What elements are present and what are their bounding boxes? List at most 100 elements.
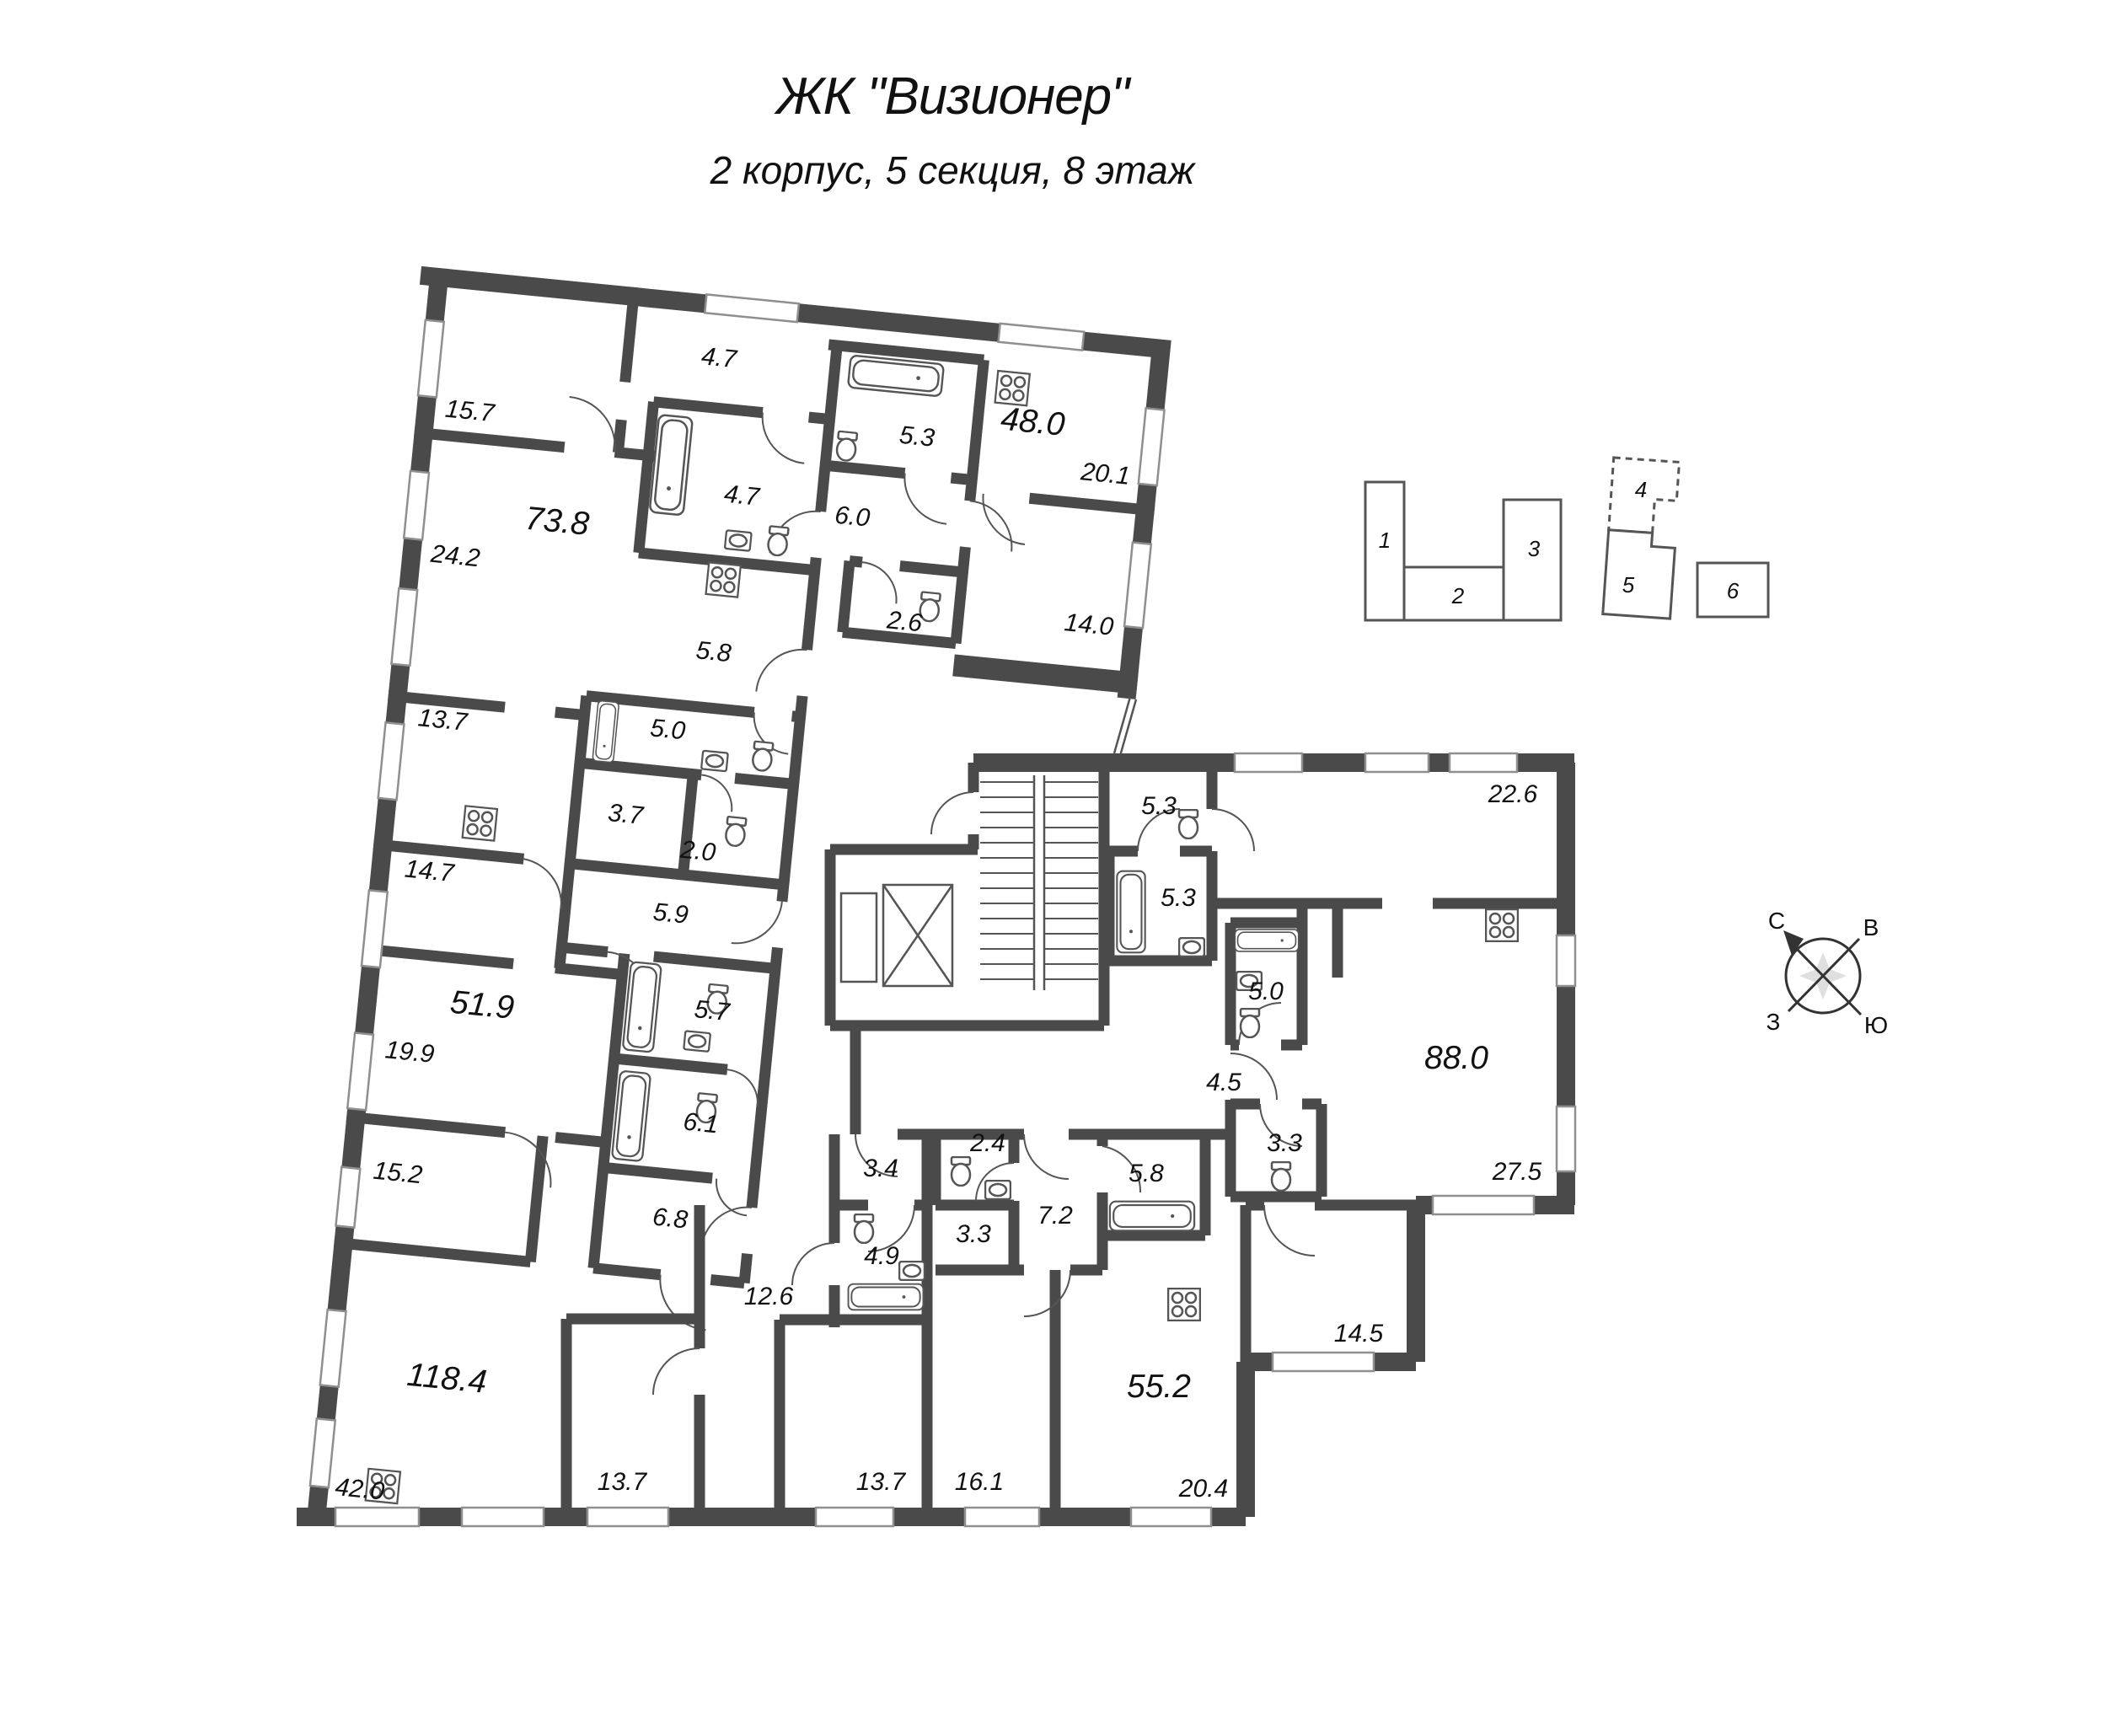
room-area-label: 14.5 bbox=[1334, 1320, 1384, 1348]
inner-walls bbox=[333, 287, 1155, 1289]
room-area-label: 4.5 bbox=[1206, 1069, 1241, 1096]
window bbox=[390, 587, 419, 667]
door-arc bbox=[753, 712, 789, 755]
window bbox=[377, 721, 405, 801]
apartment-area-label: 51.9 bbox=[448, 984, 516, 1026]
stove-icon bbox=[705, 561, 743, 598]
sink-icon bbox=[700, 749, 730, 773]
room-area-label: 5.0 bbox=[649, 714, 687, 745]
room-area-label: 20.4 bbox=[1178, 1475, 1228, 1503]
room-area-label: 2.4 bbox=[969, 1129, 1005, 1157]
window bbox=[1364, 752, 1430, 774]
door-arc bbox=[791, 1242, 835, 1286]
bathtub-icon bbox=[1108, 1200, 1196, 1232]
room-area-label: 5.3 bbox=[1161, 884, 1196, 912]
door-arc bbox=[903, 473, 947, 525]
door-arc bbox=[755, 648, 807, 692]
room-area-label: 5.3 bbox=[898, 421, 936, 453]
bathtub-icon bbox=[1116, 870, 1146, 954]
door-arc bbox=[861, 561, 898, 604]
keyplan-label: 4 bbox=[1635, 477, 1647, 502]
elevator-core bbox=[839, 775, 1098, 990]
keyplan-label: 1 bbox=[1379, 528, 1391, 553]
toilet-icon bbox=[750, 740, 775, 773]
apartment-area-label: 118.4 bbox=[405, 1357, 488, 1401]
keyplan-label: 6 bbox=[1727, 578, 1740, 603]
window bbox=[703, 293, 801, 324]
bathtub-icon bbox=[610, 1069, 652, 1163]
door-arc bbox=[652, 1348, 700, 1396]
room-area-label: 15.2 bbox=[372, 1157, 424, 1190]
door-arc bbox=[1211, 808, 1255, 852]
compass-label-west: З bbox=[1767, 1009, 1781, 1035]
room-area-label: 42.0 bbox=[334, 1473, 386, 1506]
window bbox=[1431, 1194, 1536, 1216]
labels-tilted: 15.7 4.7 4.7 5.3 48.0 20.1 73.8 24.2 6.0… bbox=[334, 342, 1131, 1506]
page-subtitle: 2 корпус, 5 секция, 8 этаж bbox=[710, 148, 1197, 192]
apartment-area-label: 55.2 bbox=[1127, 1369, 1191, 1405]
door-arc bbox=[1023, 1269, 1071, 1317]
compass-label-south: Ю bbox=[1864, 1012, 1888, 1038]
stove-icon bbox=[994, 369, 1032, 407]
window bbox=[963, 1506, 1041, 1528]
windows-tilted bbox=[308, 293, 1166, 1489]
page-title: ЖК "Визионер" bbox=[774, 67, 1132, 126]
door-arc bbox=[1230, 1053, 1278, 1101]
keyplan-section-6 bbox=[1696, 561, 1770, 619]
door-arc bbox=[761, 412, 805, 464]
bathtub-icon bbox=[847, 1283, 925, 1311]
apartment-area-label: 73.8 bbox=[523, 501, 591, 543]
window bbox=[1233, 752, 1304, 774]
window bbox=[1555, 1105, 1577, 1173]
room-area-label: 20.1 bbox=[1079, 458, 1131, 490]
window bbox=[1137, 406, 1166, 487]
room-area-label: 6.0 bbox=[834, 501, 871, 533]
door-arc bbox=[1102, 1145, 1142, 1193]
window bbox=[814, 1506, 895, 1528]
toilet-icon bbox=[853, 1214, 875, 1244]
sink-icon bbox=[984, 1180, 1011, 1200]
window bbox=[997, 322, 1086, 351]
elevator-cross bbox=[882, 884, 954, 987]
room-area-label: 4.9 bbox=[864, 1242, 899, 1270]
orthogonal-block: 12.6 4.9 3.4 2.4 3.3 7.2 5.8 13.7 16.1 5… bbox=[297, 752, 1577, 1528]
room-area-label: 12.6 bbox=[744, 1283, 794, 1310]
door-arc bbox=[930, 791, 974, 835]
compass-label-north: С bbox=[1768, 908, 1785, 934]
room-area-label: 3.3 bbox=[1267, 1129, 1302, 1157]
window bbox=[1123, 541, 1153, 630]
keyplan-section-3 bbox=[1502, 498, 1563, 622]
room-area-label: 5.3 bbox=[1141, 792, 1177, 820]
toilet-icon bbox=[834, 430, 859, 463]
window bbox=[360, 889, 389, 969]
door-arc bbox=[715, 1178, 748, 1217]
tilted-wing: 15.7 4.7 4.7 5.3 48.0 20.1 73.8 24.2 6.0… bbox=[308, 265, 1171, 1510]
elevator-shaft bbox=[839, 892, 878, 983]
compass-rose: С В З Ю bbox=[1767, 908, 1889, 1038]
room-area-label: 13.7 bbox=[416, 704, 469, 737]
room-area-label: 14.0 bbox=[1063, 608, 1115, 641]
apartment-area-label: 88.0 bbox=[1424, 1040, 1488, 1076]
room-area-label: 4.7 bbox=[700, 342, 739, 373]
window bbox=[460, 1506, 545, 1528]
stove-icon bbox=[1485, 908, 1519, 942]
glazing-line bbox=[1112, 696, 1138, 757]
room-area-label: 6.1 bbox=[682, 1108, 720, 1139]
door-arc bbox=[1023, 1133, 1070, 1180]
toilet-icon bbox=[766, 524, 790, 558]
keyplan-label: 3 bbox=[1528, 536, 1541, 561]
room-area-label: 16.1 bbox=[955, 1468, 1004, 1496]
door-arc bbox=[700, 1206, 753, 1250]
room-area-label: 6.8 bbox=[651, 1203, 689, 1234]
room-area-label: 27.5 bbox=[1492, 1158, 1542, 1186]
room-area-label: 5.9 bbox=[651, 898, 689, 930]
window bbox=[319, 1308, 347, 1389]
room-area-label: 2.6 bbox=[885, 606, 924, 637]
room-area-label: 5.0 bbox=[1248, 978, 1284, 1005]
window bbox=[586, 1506, 670, 1528]
room-area-label: 5.7 bbox=[693, 995, 732, 1026]
keyplan-section-5 bbox=[1601, 528, 1676, 620]
room-area-label: 22.6 bbox=[1488, 780, 1538, 808]
stove-icon bbox=[1167, 1288, 1201, 1321]
